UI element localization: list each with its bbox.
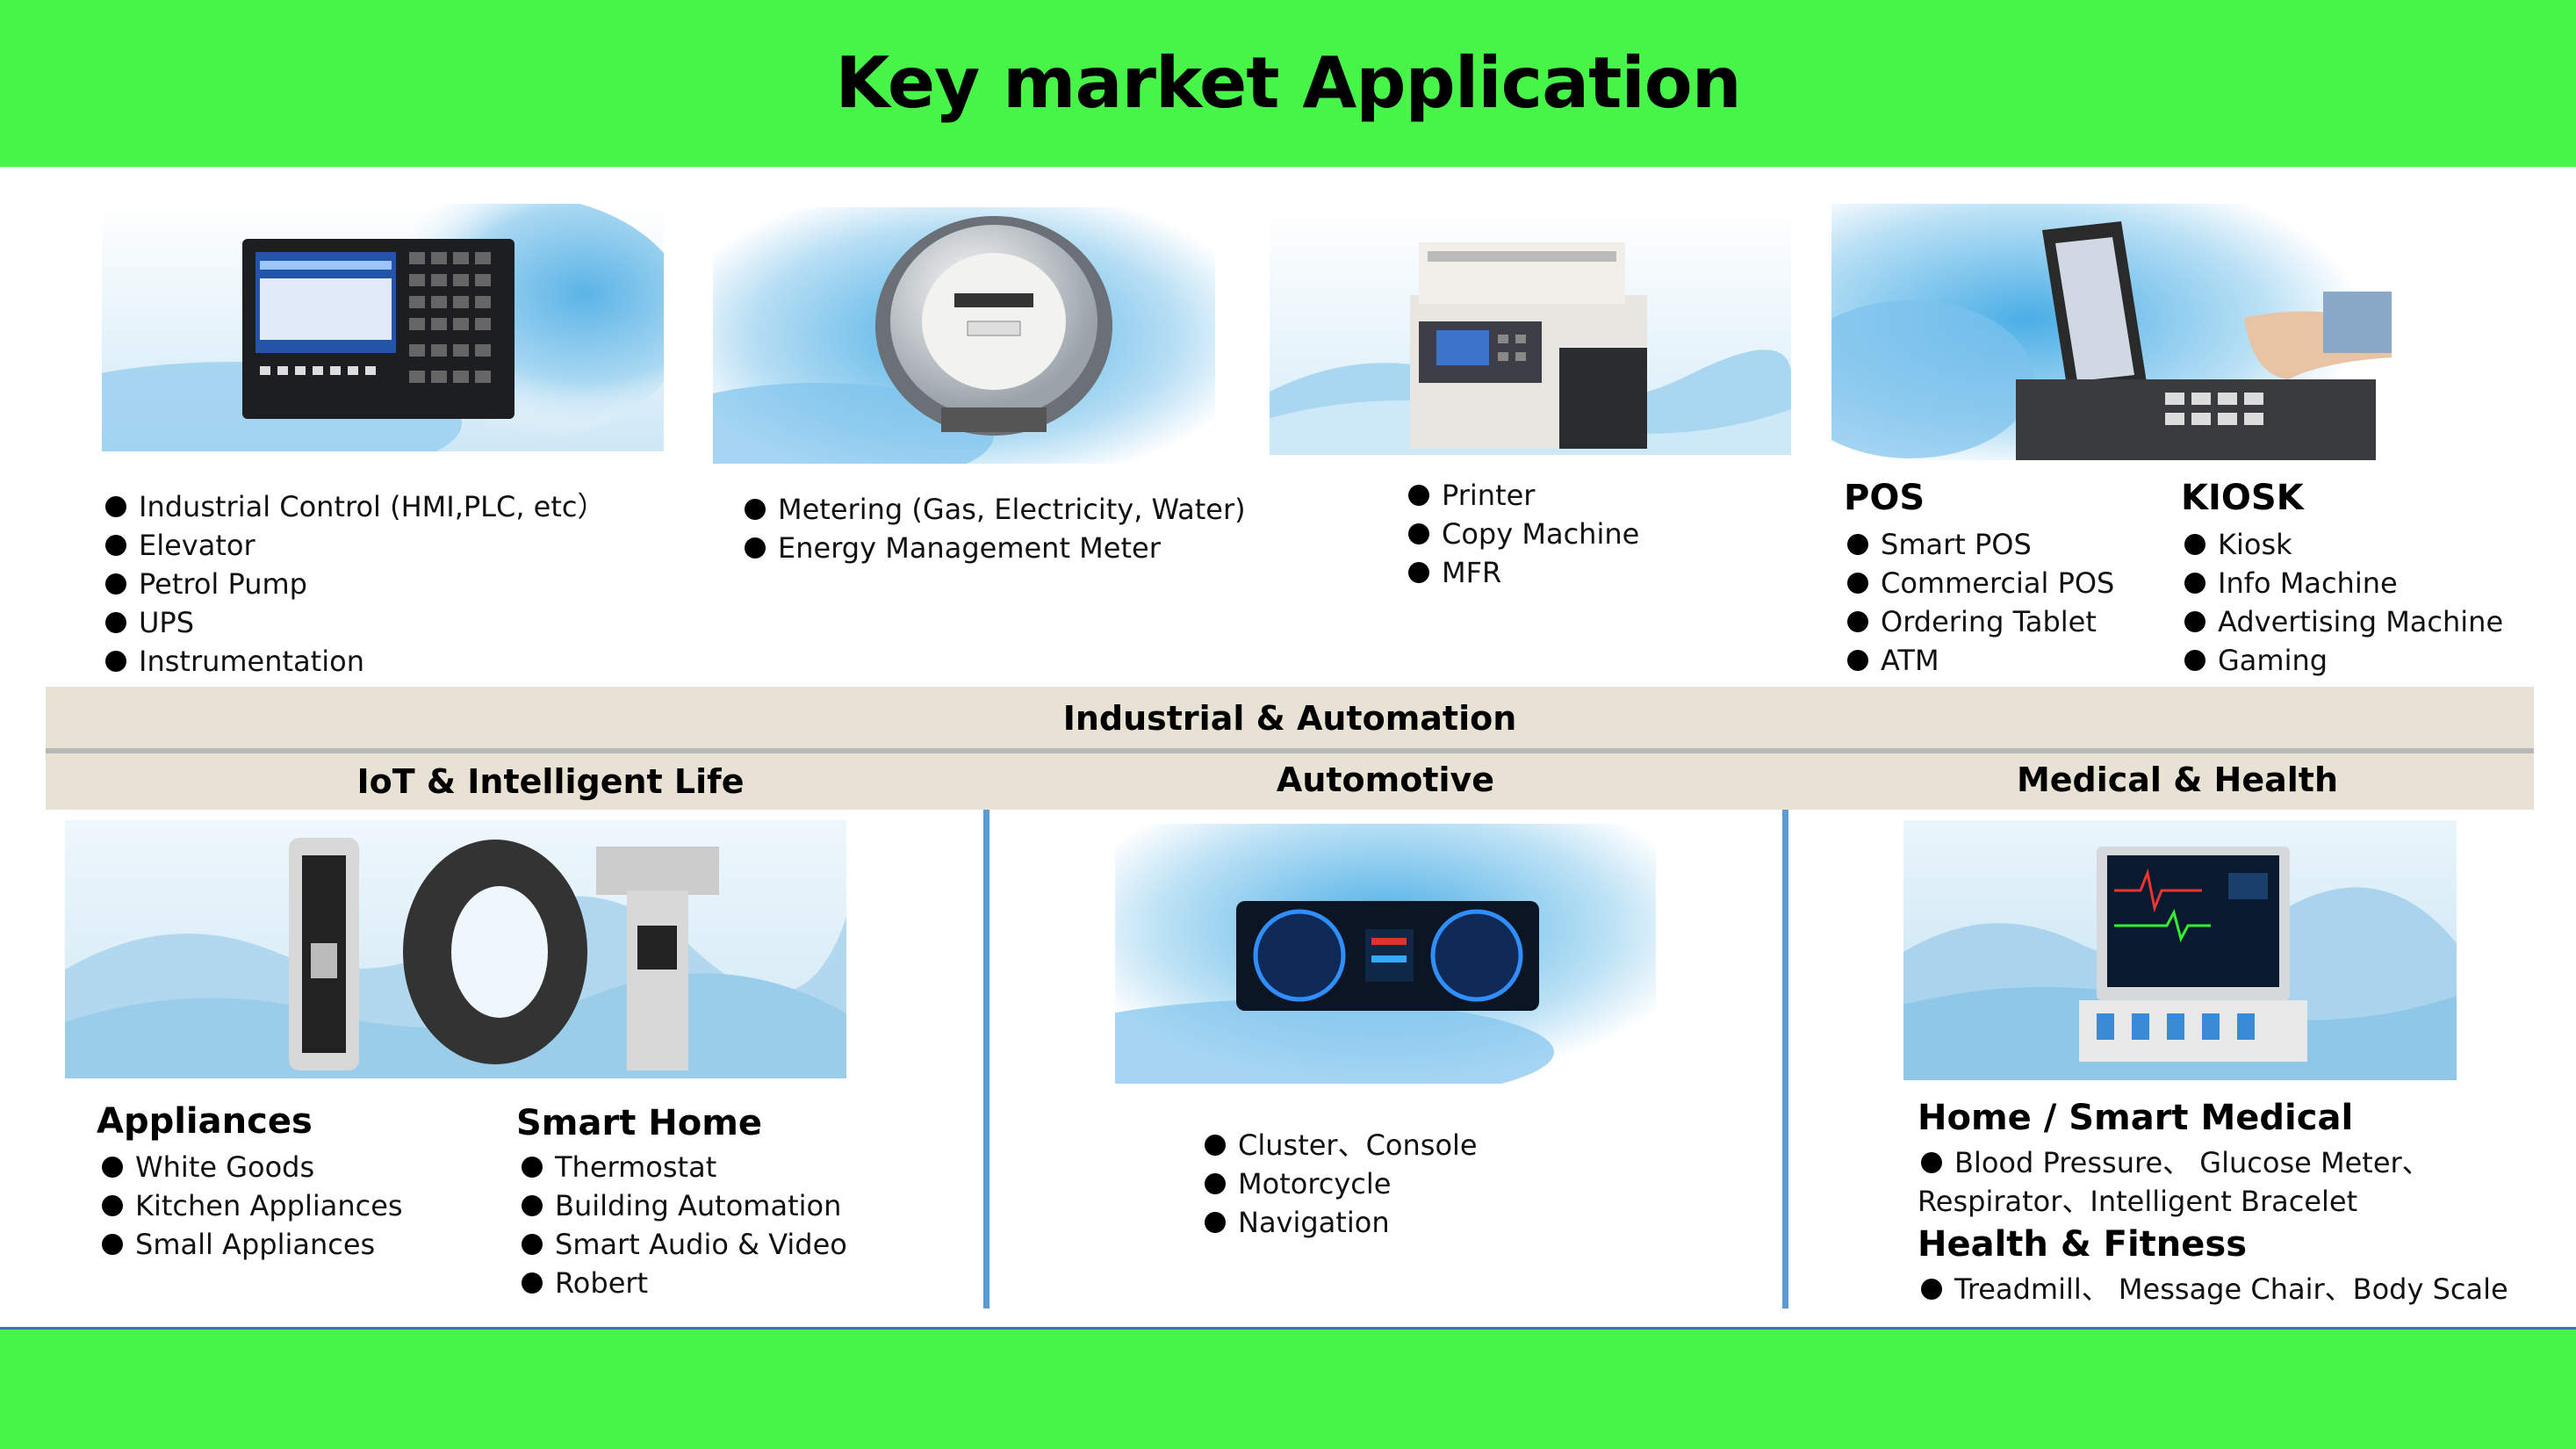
fitness-heading: Health & Fitness [1918, 1224, 2248, 1265]
list-item: White Goods [100, 1148, 403, 1186]
smart-home-list: Thermostat Building Automation Smart Aud… [520, 1148, 847, 1302]
list-item: UPS [104, 603, 606, 642]
home-medical-list: Blood Pressure、 Glucose Meter、 [1919, 1143, 2430, 1182]
automotive-label: Automotive [1276, 761, 1495, 799]
list-item: Petrol Pump [104, 565, 606, 603]
list-item: Commercial POS [1846, 564, 2114, 602]
appliances-heading: Appliances [97, 1101, 313, 1142]
kiosk-list: Kiosk Info Machine Advertising Machine G… [2183, 525, 2503, 680]
list-item: Robert [520, 1264, 847, 1302]
copy-machine-image [1270, 207, 1791, 455]
industrial-control-list: Industrial Control (HMI,PLC, etc） Elevat… [104, 487, 606, 681]
list-item: Small Appliances [100, 1225, 403, 1264]
list-item: MFR [1407, 553, 1639, 592]
lower-category-bar [46, 753, 2534, 810]
list-item: Cluster、Console [1203, 1126, 1478, 1164]
hmi-panel-image [102, 204, 664, 451]
metering-list: Metering (Gas, Electricity, Water) Energ… [743, 490, 1246, 567]
fitness-list: Treadmill、 Message Chair、Body Scale [1919, 1270, 2508, 1308]
pos-list: Smart POS Commercial POS Ordering Tablet… [1846, 525, 2114, 680]
list-item: Navigation [1203, 1203, 1478, 1242]
patient-monitor-image [1903, 820, 2457, 1080]
list-item: Industrial Control (HMI,PLC, etc） [104, 487, 606, 526]
footer-band [0, 1330, 2576, 1449]
appliances-list: White Goods Kitchen Appliances Small App… [100, 1148, 403, 1264]
industrial-automation-label: Industrial & Automation [1062, 699, 1517, 738]
page-title: Key market Application [835, 42, 1741, 124]
divider-left [983, 810, 989, 1308]
list-item: Metering (Gas, Electricity, Water) [743, 490, 1246, 529]
list-item: Instrumentation [104, 642, 606, 681]
list-item: Gaming [2183, 641, 2503, 680]
list-item: Kiosk [2183, 525, 2503, 564]
list-item: Copy Machine [1407, 515, 1639, 553]
divider-right [1782, 810, 1788, 1308]
list-item: Treadmill、 Message Chair、Body Scale [1919, 1270, 2508, 1308]
list-item: Blood Pressure、 Glucose Meter、 [1919, 1143, 2430, 1182]
pos-terminal-image [1831, 204, 2392, 460]
home-medical-heading: Home / Smart Medical [1918, 1098, 2354, 1138]
iot-devices-image [65, 820, 846, 1078]
printer-list: Printer Copy Machine MFR [1407, 476, 1639, 592]
list-item: Kitchen Appliances [100, 1186, 403, 1225]
list-item: Smart POS [1846, 525, 2114, 564]
list-item: Building Automation [520, 1186, 847, 1225]
pos-heading: POS [1844, 478, 1925, 518]
kiosk-heading: KIOSK [2181, 478, 2304, 518]
list-item: Ordering Tablet [1846, 602, 2114, 641]
industrial-automation-bar [46, 687, 2534, 748]
list-item: Energy Management Meter [743, 529, 1246, 567]
dashboard-cluster-image [1115, 824, 1656, 1084]
list-item: Elevator [104, 526, 606, 565]
list-item: Thermostat [520, 1148, 847, 1186]
list-item: Info Machine [2183, 564, 2503, 602]
smart-home-heading: Smart Home [516, 1103, 763, 1143]
home-medical-continuation: Respirator、Intelligent Bracelet [1918, 1185, 2358, 1218]
medical-health-label: Medical & Health [2016, 761, 2339, 799]
automotive-list: Cluster、Console Motorcycle Navigation [1203, 1126, 1478, 1242]
list-item: ATM [1846, 641, 2114, 680]
list-item: Printer [1407, 476, 1639, 515]
electric-meter-image [713, 207, 1215, 464]
bar-separator [46, 748, 2534, 753]
title-band [0, 0, 2576, 167]
list-item: Advertising Machine [2183, 602, 2503, 641]
list-item: Motorcycle [1203, 1164, 1478, 1203]
list-item: Smart Audio & Video [520, 1225, 847, 1264]
iot-label: IoT & Intelligent Life [356, 762, 745, 801]
